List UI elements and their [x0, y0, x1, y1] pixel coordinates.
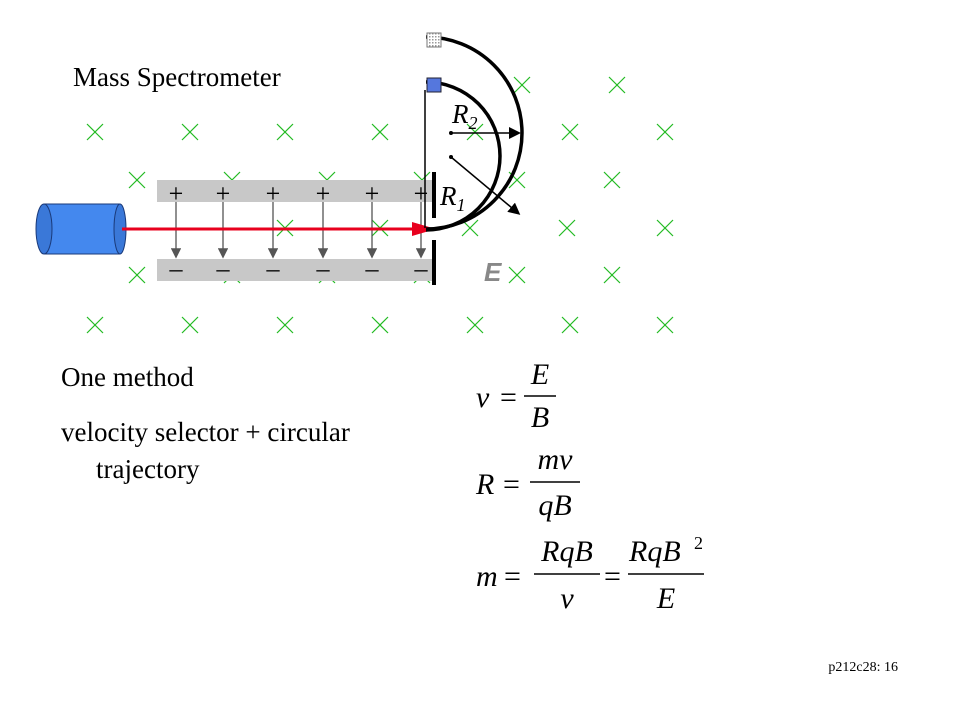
- svg-text:E: E: [530, 358, 549, 391]
- field-cross-stroke: [656, 123, 674, 141]
- r1-label: R1: [439, 181, 466, 215]
- field-cross-stroke: [513, 76, 531, 94]
- field-cross-stroke: [508, 266, 526, 284]
- detector-r1: [426, 77, 442, 93]
- equation-velocity: v = E B: [476, 358, 556, 434]
- minus-sign: –: [316, 254, 331, 283]
- plus-sign: +: [365, 179, 380, 208]
- svg-text:R: R: [475, 468, 494, 501]
- positive-plate: [157, 180, 432, 202]
- field-cross-stroke: [128, 171, 146, 189]
- field-cross-stroke: [461, 219, 479, 237]
- ion-source-cylinder: [35, 203, 127, 255]
- svg-text:=: =: [604, 560, 621, 593]
- plus-sign: +: [169, 179, 184, 208]
- minus-sign: –: [216, 254, 231, 283]
- field-cross-stroke: [561, 316, 579, 334]
- slide-footer: p212c28: 16: [828, 660, 898, 675]
- body-text-line: One method: [61, 362, 194, 392]
- field-cross-stroke: [466, 123, 484, 141]
- svg-text:=: =: [504, 560, 521, 593]
- svg-text:B: B: [531, 401, 549, 434]
- equation-radius: R = mv qB: [475, 443, 580, 522]
- field-cross-stroke: [656, 316, 674, 334]
- minus-sign: –: [266, 254, 281, 283]
- negative-plate: [157, 259, 432, 281]
- detector-r2: [426, 32, 442, 48]
- r2-label: R2: [451, 99, 478, 133]
- field-cross-stroke: [508, 171, 526, 189]
- minus-sign: –: [414, 254, 429, 283]
- field-cross-stroke: [181, 123, 199, 141]
- field-cross-stroke: [181, 316, 199, 334]
- trajectory-r2: [425, 35, 524, 231]
- field-cross-stroke: [558, 219, 576, 237]
- field-cross-stroke: [371, 123, 389, 141]
- field-cross-stroke: [608, 76, 626, 94]
- svg-text:m: m: [476, 560, 498, 593]
- svg-text:qB: qB: [538, 489, 571, 522]
- field-cross-stroke: [466, 316, 484, 334]
- svg-text:mv: mv: [538, 443, 574, 476]
- field-cross-stroke: [86, 316, 104, 334]
- page-title: Mass Spectrometer: [73, 62, 281, 92]
- svg-text:v: v: [476, 381, 490, 414]
- svg-text:E: E: [656, 582, 675, 615]
- body-text-line: trajectory: [96, 454, 200, 484]
- field-cross-stroke: [128, 266, 146, 284]
- field-cross-stroke: [656, 219, 674, 237]
- equation-mass: m = RqB v = RqB 2 E: [476, 533, 704, 615]
- field-cross-stroke: [561, 123, 579, 141]
- plus-sign: +: [316, 179, 331, 208]
- svg-text:RqB: RqB: [628, 535, 681, 568]
- field-cross-stroke: [603, 266, 621, 284]
- field-cross-stroke: [371, 316, 389, 334]
- minus-sign: –: [365, 254, 380, 283]
- svg-text:v: v: [560, 582, 574, 615]
- radius-arrow-r1: [450, 156, 521, 215]
- svg-text:=: =: [503, 468, 520, 501]
- plus-sign: +: [216, 179, 231, 208]
- field-cross-stroke: [603, 171, 621, 189]
- electric-field-label: E: [484, 257, 502, 287]
- beam-arrowhead: [412, 222, 436, 236]
- svg-text:=: =: [500, 381, 517, 414]
- svg-text:RqB: RqB: [540, 535, 593, 568]
- minus-sign: –: [169, 254, 184, 283]
- svg-text:2: 2: [694, 533, 703, 553]
- field-cross-stroke: [276, 123, 294, 141]
- plus-sign: +: [414, 179, 429, 208]
- field-cross-stroke: [276, 316, 294, 334]
- body-text-line: velocity selector + circular: [61, 417, 350, 447]
- plus-sign: +: [266, 179, 281, 208]
- field-cross-stroke: [86, 123, 104, 141]
